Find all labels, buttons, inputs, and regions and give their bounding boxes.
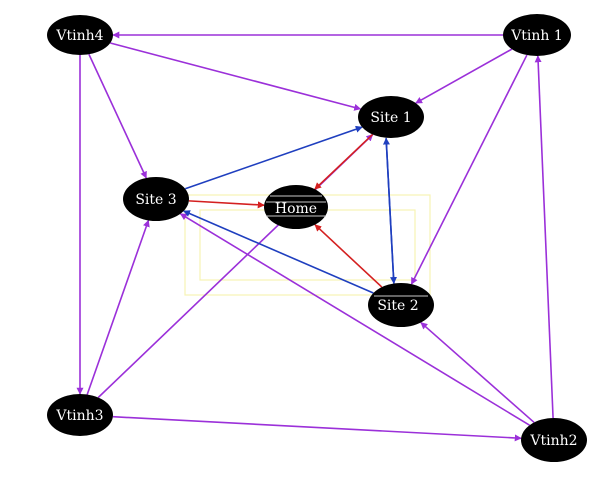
edge-site1-to-home [314,133,374,190]
edge-vtinh2-to-site3 [179,213,530,426]
node-vtinh3-shape [47,394,113,436]
node-vtinh4-shape [47,15,113,55]
node-vtinh3[interactable]: Vtinh3 [47,394,113,436]
node-site1-shape [358,96,424,138]
edge-vtinh4-to-site1 [110,42,362,111]
node-vtinh4-label: Vtinh4 [55,28,103,44]
edge-site2-to-home [314,224,383,288]
node-site1-label: Site 1 [370,110,411,126]
edge-site3-to-home [188,200,265,209]
node-home-label: Home [275,201,317,217]
node-site2[interactable]: Site 2 [368,283,434,327]
edge-site2-to-site3 [183,210,374,294]
node-site3-label: Site 3 [135,192,176,208]
edges [76,31,554,442]
node-home[interactable]: Home [264,185,328,229]
node-site3-shape [123,177,189,221]
node-site2-label: Site 2 [377,298,418,314]
edge-vtinh4-to-site3 [88,53,147,179]
node-vtinh1[interactable]: Vtinh 1 [503,14,571,56]
edge-vtinh1-to-site2 [410,54,528,285]
edge-site3-to-site1 [184,125,363,190]
edge-vtinh2-to-vtinh1 [534,55,554,419]
node-vtinh4[interactable]: Vtinh4 [47,15,113,55]
node-vtinh1-shape [503,14,571,56]
nodes: Vtinh4 Vtinh 1 Site 1 Site 3 Home Site 2 [47,14,587,462]
edge-vtinh3-to-vtinh2 [112,415,522,442]
node-vtinh1-label: Vtinh 1 [510,28,563,44]
edge-vtinh3-to-site3 [86,219,150,395]
node-site2-shape [368,283,434,327]
edge-vtinh2-to-site2 [420,321,535,424]
node-vtinh3-label: Vtinh3 [55,408,103,424]
node-vtinh2[interactable]: Vtinh2 [521,418,587,462]
node-site3[interactable]: Site 3 [123,177,189,221]
edge-site2-to-site1 [382,137,395,284]
node-vtinh2-label: Vtinh2 [529,433,577,449]
node-site1[interactable]: Site 1 [358,96,424,138]
node-vtinh2-shape [521,418,587,462]
edge-vtinh1-to-site1 [415,48,513,104]
